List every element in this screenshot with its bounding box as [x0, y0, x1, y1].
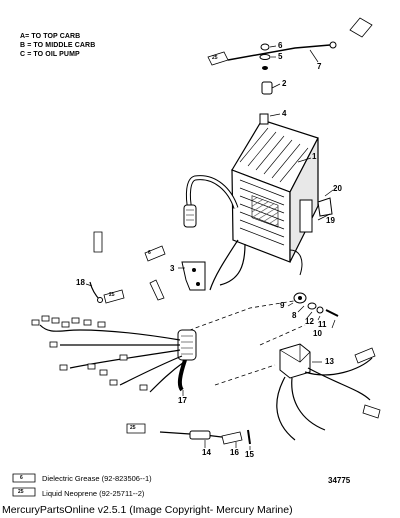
key-tube-label-neoprene: 25	[18, 489, 24, 495]
copyright-footer: MercuryPartsOnline v2.5.1 (Image Copyrig…	[2, 504, 293, 516]
bracket-clamp	[299, 189, 334, 233]
coil-box	[276, 343, 373, 441]
callout-19: 19	[326, 216, 335, 225]
callout-10: 10	[313, 329, 322, 338]
fastener-set	[287, 292, 339, 329]
callout-18: 18	[76, 278, 85, 287]
mounting-bracket	[178, 261, 206, 291]
nut-washer-stack	[259, 43, 277, 70]
ground-strap	[159, 430, 231, 448]
callout-20: 20	[333, 184, 342, 193]
callout-15: 15	[245, 450, 254, 459]
callout-9: 9	[280, 301, 285, 310]
callout-6: 6	[278, 41, 283, 50]
tube-label-neoprene-3: 25	[130, 425, 136, 431]
callout-11: 11	[318, 320, 327, 329]
callout-16: 16	[230, 448, 239, 457]
callout-3: 3	[170, 264, 175, 273]
callout-13: 13	[325, 357, 334, 366]
callout-4: 4	[282, 109, 287, 118]
callout-2: 2	[282, 79, 287, 88]
callout-14: 14	[202, 448, 211, 457]
tube-label-neoprene-2: 25	[109, 292, 115, 298]
key-dielectric-grease: Dielectric Grease (92-823506--1)	[42, 474, 152, 483]
tube-label-neoprene-1: 25	[212, 55, 218, 61]
callout-12: 12	[305, 317, 314, 326]
callout-17: 17	[178, 396, 187, 405]
callout-7: 7	[317, 62, 322, 71]
legend-line-c: C = TO OIL PUMP	[20, 51, 80, 58]
callout-1: 1	[312, 152, 317, 161]
lubricant-tubes	[12, 17, 381, 497]
legend-line-a: A= TO TOP CARB	[20, 33, 81, 40]
legend-line-b: B = TO MIDDLE CARB	[20, 42, 96, 49]
callout-5: 5	[278, 52, 283, 61]
figure-number: 34775	[328, 476, 351, 485]
main-harness	[31, 315, 197, 396]
key-liquid-neoprene: Liquid Neoprene (92-25711--2)	[42, 489, 145, 498]
tube-label-grease-1: 6	[148, 250, 151, 256]
ground-lead	[227, 41, 337, 63]
jumper-lead	[85, 281, 103, 303]
switch-box-module	[231, 81, 319, 263]
key-tube-label-grease: 6	[20, 475, 23, 481]
callout-8: 8	[292, 311, 297, 320]
